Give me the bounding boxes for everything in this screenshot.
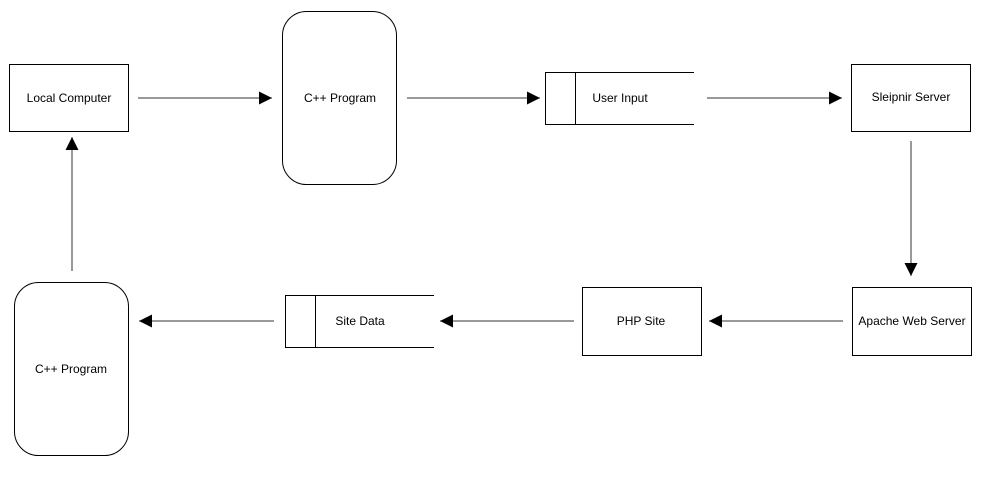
sleipnir-server-box [851, 64, 971, 132]
node-user-input: User Input [545, 72, 694, 125]
edges [65, 91, 918, 328]
php-site-box [582, 287, 702, 356]
cpp-program-top-label: C++ Program [304, 91, 376, 105]
apache-web-server-label: Apache Web Server [858, 314, 965, 328]
local-computer-label: Local Computer [27, 91, 112, 105]
user-input-store [545, 72, 694, 125]
node-site-data: Site Data [285, 295, 434, 348]
node-apache-web-server: Apache Web Server [852, 287, 972, 356]
cpp-program-bottom-label: C++ Program [35, 362, 107, 376]
local-computer-box [9, 64, 129, 132]
node-cpp-program-bottom: C++ Program [14, 282, 129, 456]
apache-web-server-box [852, 287, 972, 356]
cpp-program-top-box [282, 11, 397, 185]
php-site-label: PHP Site [617, 314, 666, 328]
site-data-label: Site Data [335, 314, 385, 328]
cpp-program-bottom-box [14, 282, 129, 456]
node-cpp-program-top: C++ Program [282, 11, 397, 185]
node-local-computer: Local Computer [9, 64, 129, 132]
site-data-store [285, 295, 434, 348]
node-php-site: PHP Site [582, 287, 702, 356]
user-input-label: User Input [592, 91, 648, 105]
node-sleipnir-server: Sleipnir Server [851, 64, 971, 132]
sleipnir-server-label: Sleipnir Server [872, 90, 951, 104]
